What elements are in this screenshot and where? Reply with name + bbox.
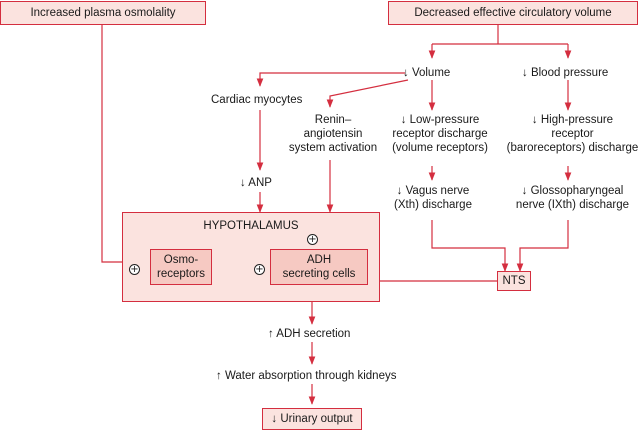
plasma-osmolality-box: Increased plasma osmolality <box>0 1 206 25</box>
high-pressure-label: ↓ High-pressure receptor (baroreceptors)… <box>505 113 640 155</box>
volume-label: ↓ Volume <box>403 67 451 79</box>
cardiac-myocytes-label: Cardiac myocytes <box>211 94 303 106</box>
hypothalamus-plus-icon: + <box>307 234 318 245</box>
glosso-line-2: nerve (IXth) discharge <box>515 199 630 211</box>
anp-label: ↓ ANP <box>240 177 272 189</box>
renin-line-2: angiotensin <box>303 128 363 140</box>
high-pressure-line-3: (baroreceptors) discharge <box>506 142 639 154</box>
renin-angiotensin-label: Renin– angiotensin system activation <box>288 113 378 155</box>
glosso-line-1: ↓ Glossopharyngeal <box>521 185 624 197</box>
adh-cells-line-1: ADH <box>306 254 332 266</box>
circulatory-volume-box: Decreased effective circulatory volume <box>388 1 638 25</box>
high-pressure-line-2: receptor <box>551 128 594 140</box>
low-pressure-line-3: (volume receptors) <box>392 142 488 154</box>
low-pressure-line-2: receptor discharge <box>392 128 488 140</box>
blood-pressure-label: ↓ Blood pressure <box>522 67 609 79</box>
osmo-line-1: Osmo- <box>163 254 199 266</box>
renin-line-3: system activation <box>288 142 378 154</box>
adh-cells-line-2: secreting cells <box>282 268 356 280</box>
adh-secreting-cells-box: ADH secreting cells <box>270 249 368 285</box>
vagus-line-2: (Xth) discharge <box>394 199 472 211</box>
osmo-line-2: receptors <box>157 268 205 280</box>
adh-secretion-label: ↑ ADH secretion <box>268 328 351 340</box>
osmoreceptors-box: Osmo- receptors <box>150 249 212 285</box>
arrow-volume-to-cardiac <box>256 72 405 87</box>
adh-cells-plus-icon: + <box>254 264 265 275</box>
low-pressure-label: ↓ Low-pressure receptor discharge (volum… <box>380 113 500 155</box>
vagus-line-1: ↓ Vagus nerve <box>396 185 470 197</box>
hypothalamus-box: HYPOTHALAMUS + + Osmo- receptors + ADH s… <box>122 212 380 302</box>
hypothalamus-title: HYPOTHALAMUS <box>203 220 299 232</box>
nts-box: NTS <box>497 271 531 291</box>
vagus-nerve-label: ↓ Vagus nerve (Xth) discharge <box>385 184 481 212</box>
high-pressure-line-1: ↓ High-pressure <box>531 114 614 126</box>
urinary-output-box: ↓ Urinary output <box>262 408 362 430</box>
glossopharyngeal-label: ↓ Glossopharyngeal nerve (IXth) discharg… <box>505 184 640 212</box>
renin-line-1: Renin– <box>314 114 352 126</box>
water-absorption-label: ↑ Water absorption through kidneys <box>216 370 397 382</box>
arrow-glosso-to-nts <box>516 220 569 272</box>
arrow-vagus-to-nts <box>431 220 509 272</box>
osmoreceptor-plus-icon: + <box>129 264 140 275</box>
arrow-volume-to-renin <box>326 79 409 108</box>
low-pressure-line-1: ↓ Low-pressure <box>400 114 480 126</box>
